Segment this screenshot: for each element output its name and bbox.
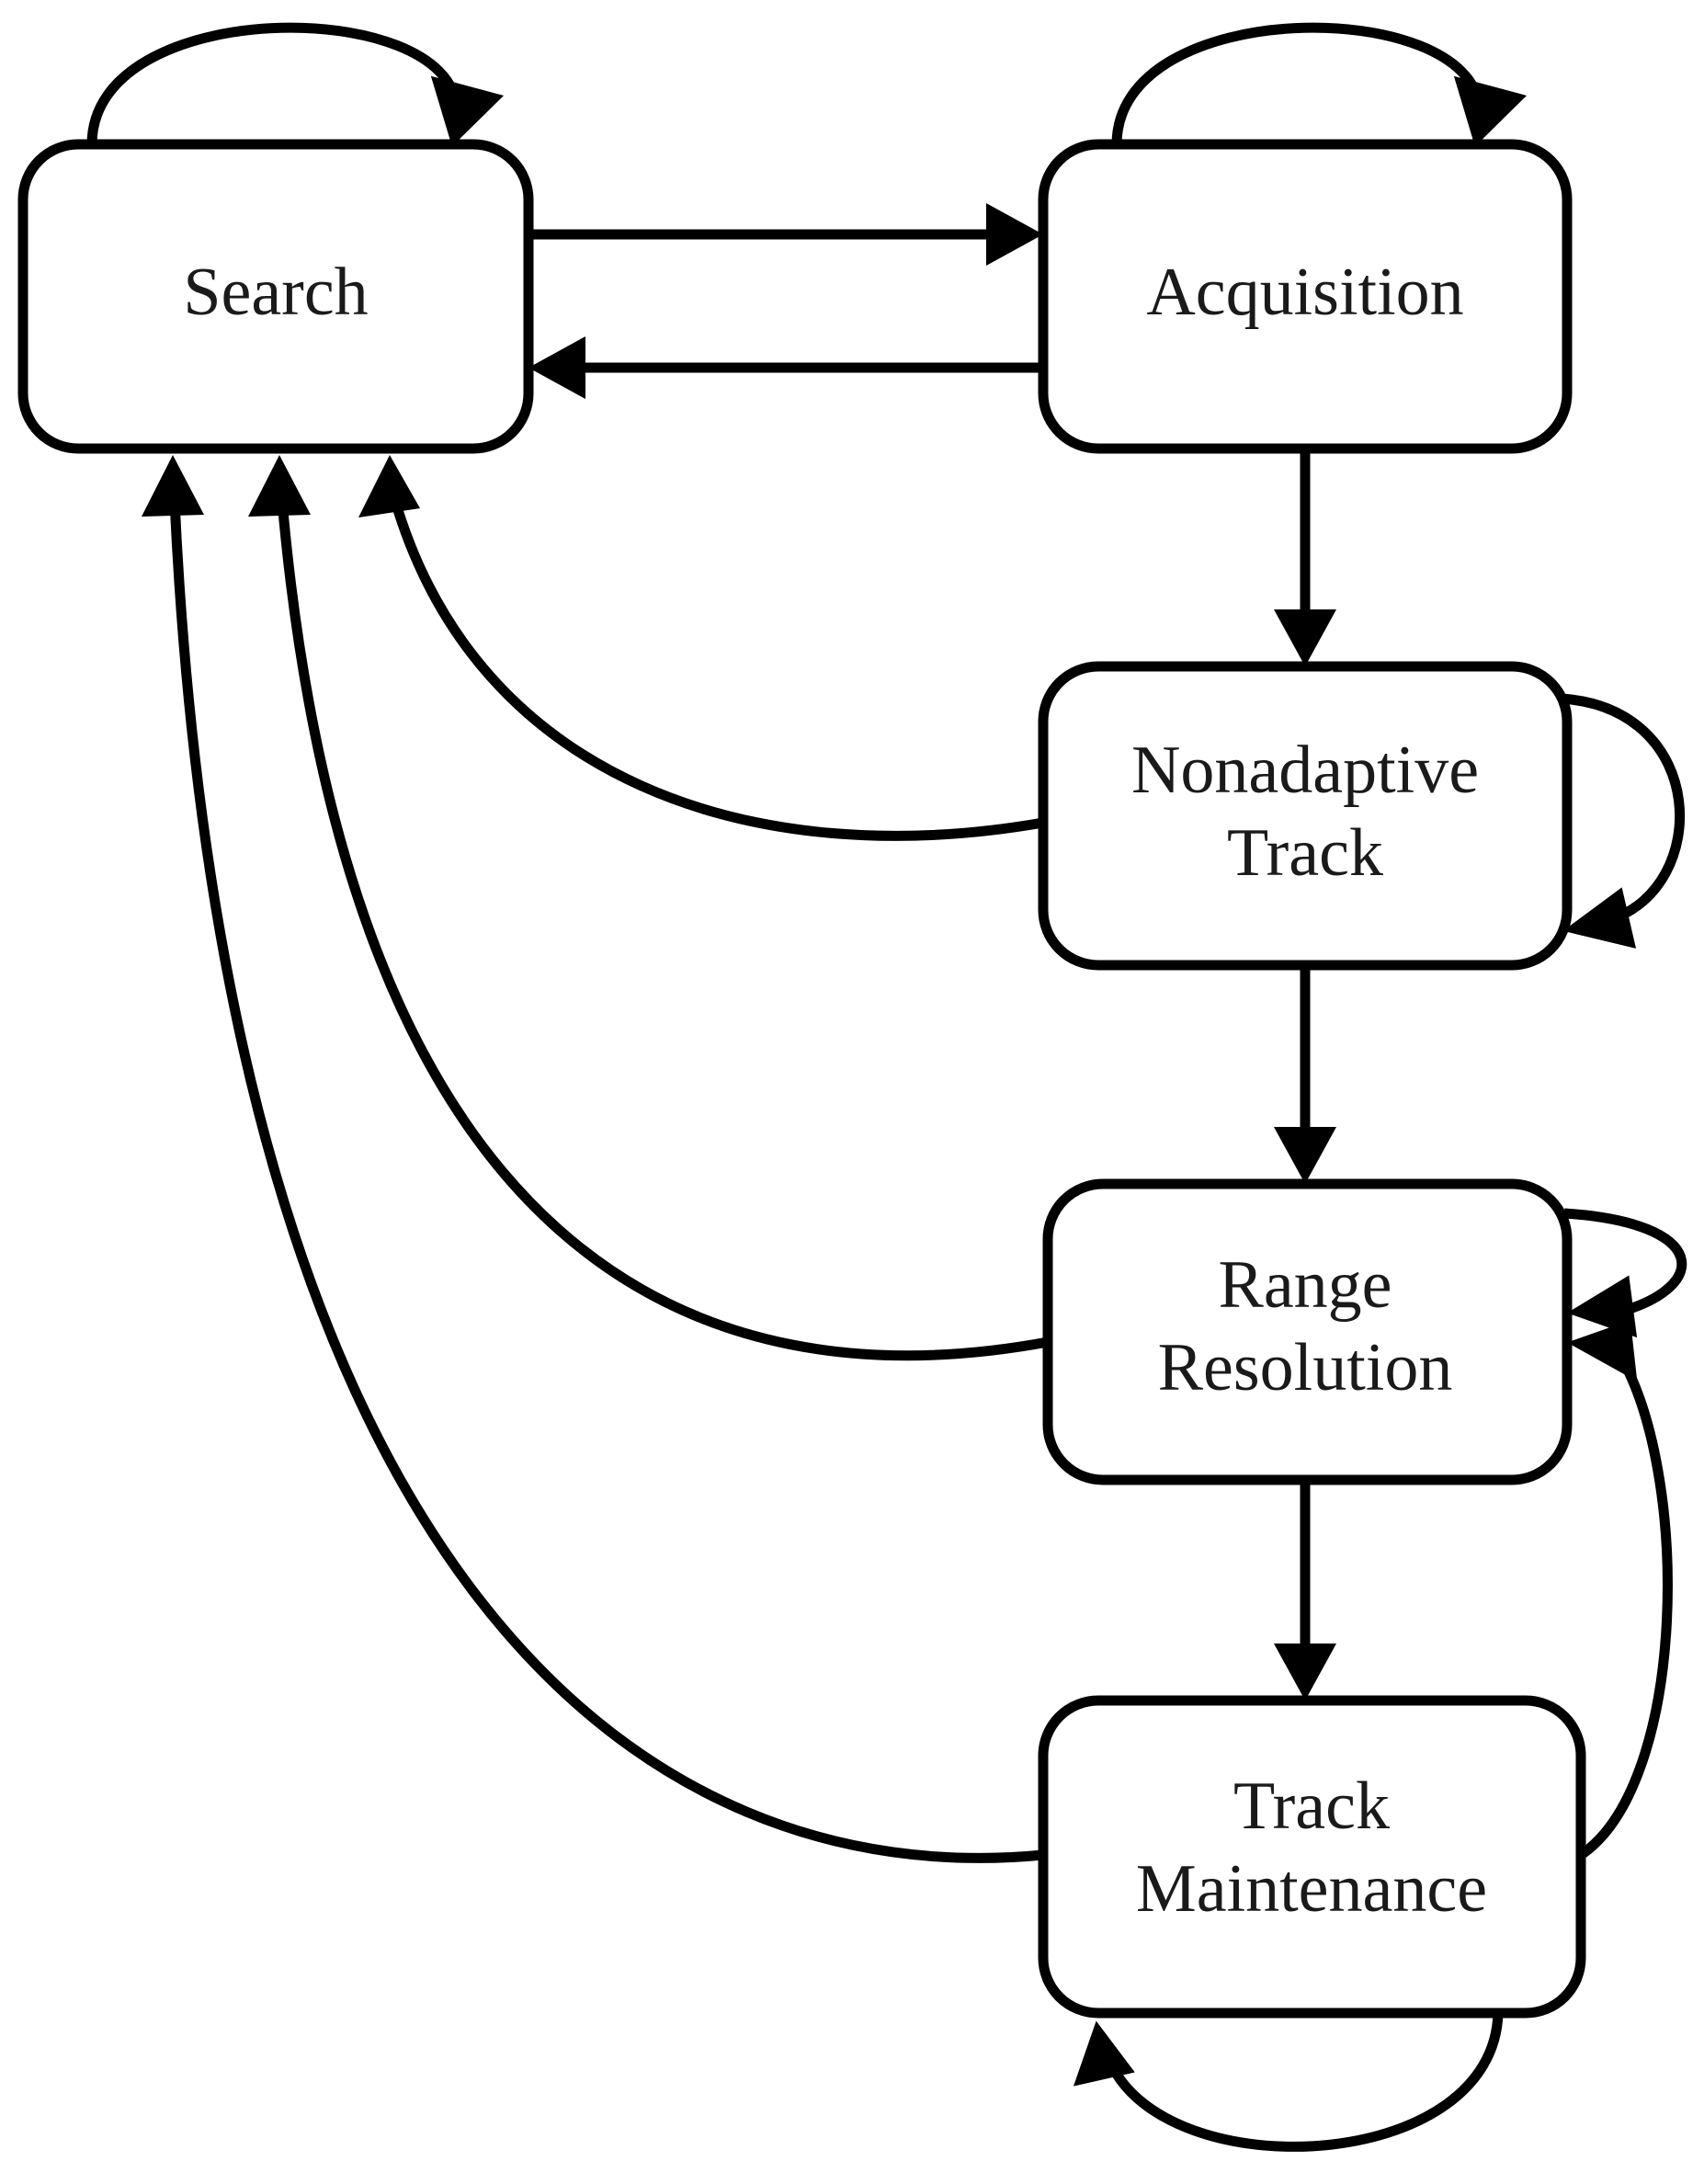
edge-nonadaptive-track-to-search-path xyxy=(390,499,1044,841)
edge-track-maintenance-to-range-resolution-arrowhead xyxy=(1567,1320,1638,1382)
node-acquisition-box[interactable] xyxy=(1038,139,1573,454)
edge-nonadaptive-track-self-path xyxy=(1562,693,1686,925)
node-track-maintenance[interactable]: Track Maintenance xyxy=(1038,1695,1586,2019)
edge-acquisition-self xyxy=(1111,22,1528,147)
node-track-maintenance-box[interactable] xyxy=(1038,1695,1586,2019)
edge-acquisition-to-nonadaptive-track xyxy=(1274,449,1336,666)
edge-range-resolution-to-search-path xyxy=(277,500,1049,1361)
edge-range-resolution-to-search-arrowhead xyxy=(248,455,311,517)
node-nonadaptive-track[interactable]: Nonadaptive Track xyxy=(1038,661,1573,971)
edge-search-to-acquisition-arrowhead xyxy=(986,203,1043,266)
edge-search-to-acquisition xyxy=(528,203,1043,266)
edge-track-maintenance-self-arrowhead xyxy=(1073,2020,1135,2087)
edge-search-self-path xyxy=(86,22,462,145)
node-search[interactable]: Search xyxy=(17,139,534,454)
edge-search-self xyxy=(86,22,505,147)
edge-acquisition-to-nonadaptive-track-arrowhead xyxy=(1274,609,1336,666)
edge-track-maintenance-to-search xyxy=(142,455,1044,1863)
edge-range-resolution-self xyxy=(1563,1208,1687,1338)
edge-acquisition-self-arrowhead xyxy=(1453,75,1528,147)
edge-track-maintenance-self-path xyxy=(1111,2012,1504,2152)
edge-acquisition-self-path xyxy=(1111,22,1485,145)
edge-range-resolution-to-track-maintenance-arrowhead xyxy=(1274,1644,1336,1701)
edge-nonadaptive-track-to-range-resolution xyxy=(1274,965,1336,1184)
edge-range-resolution-self-path xyxy=(1563,1208,1687,1318)
node-search-box[interactable] xyxy=(17,139,534,454)
edge-search-self-arrowhead xyxy=(430,75,505,147)
edge-track-maintenance-to-search-arrowhead xyxy=(142,455,204,517)
edge-range-resolution-to-track-maintenance xyxy=(1274,1480,1336,1701)
edge-acquisition-to-search-arrowhead xyxy=(528,336,585,399)
edge-nonadaptive-track-to-range-resolution-arrowhead xyxy=(1274,1127,1336,1184)
edge-track-maintenance-self xyxy=(1073,2012,1504,2152)
edge-nonadaptive-track-self-arrowhead xyxy=(1562,887,1637,949)
edge-track-maintenance-to-search-path xyxy=(169,500,1044,1863)
edge-range-resolution-self-arrowhead xyxy=(1567,1275,1638,1338)
node-nonadaptive-track-box[interactable] xyxy=(1038,661,1573,971)
edge-acquisition-to-search xyxy=(528,336,1043,399)
edge-nonadaptive-track-to-search xyxy=(358,455,1044,841)
edge-track-maintenance-to-range-resolution-path xyxy=(1577,1348,1673,1860)
edge-nonadaptive-track-self xyxy=(1562,693,1686,949)
edge-nonadaptive-track-to-search-arrowhead xyxy=(358,455,420,518)
node-range-resolution[interactable]: Range Resolution xyxy=(1042,1178,1573,1485)
edge-range-resolution-to-search xyxy=(248,455,1049,1361)
node-acquisition[interactable]: Acquisition xyxy=(1038,139,1573,454)
edge-track-maintenance-to-range-resolution xyxy=(1567,1320,1673,1860)
node-range-resolution-box[interactable] xyxy=(1042,1178,1573,1485)
